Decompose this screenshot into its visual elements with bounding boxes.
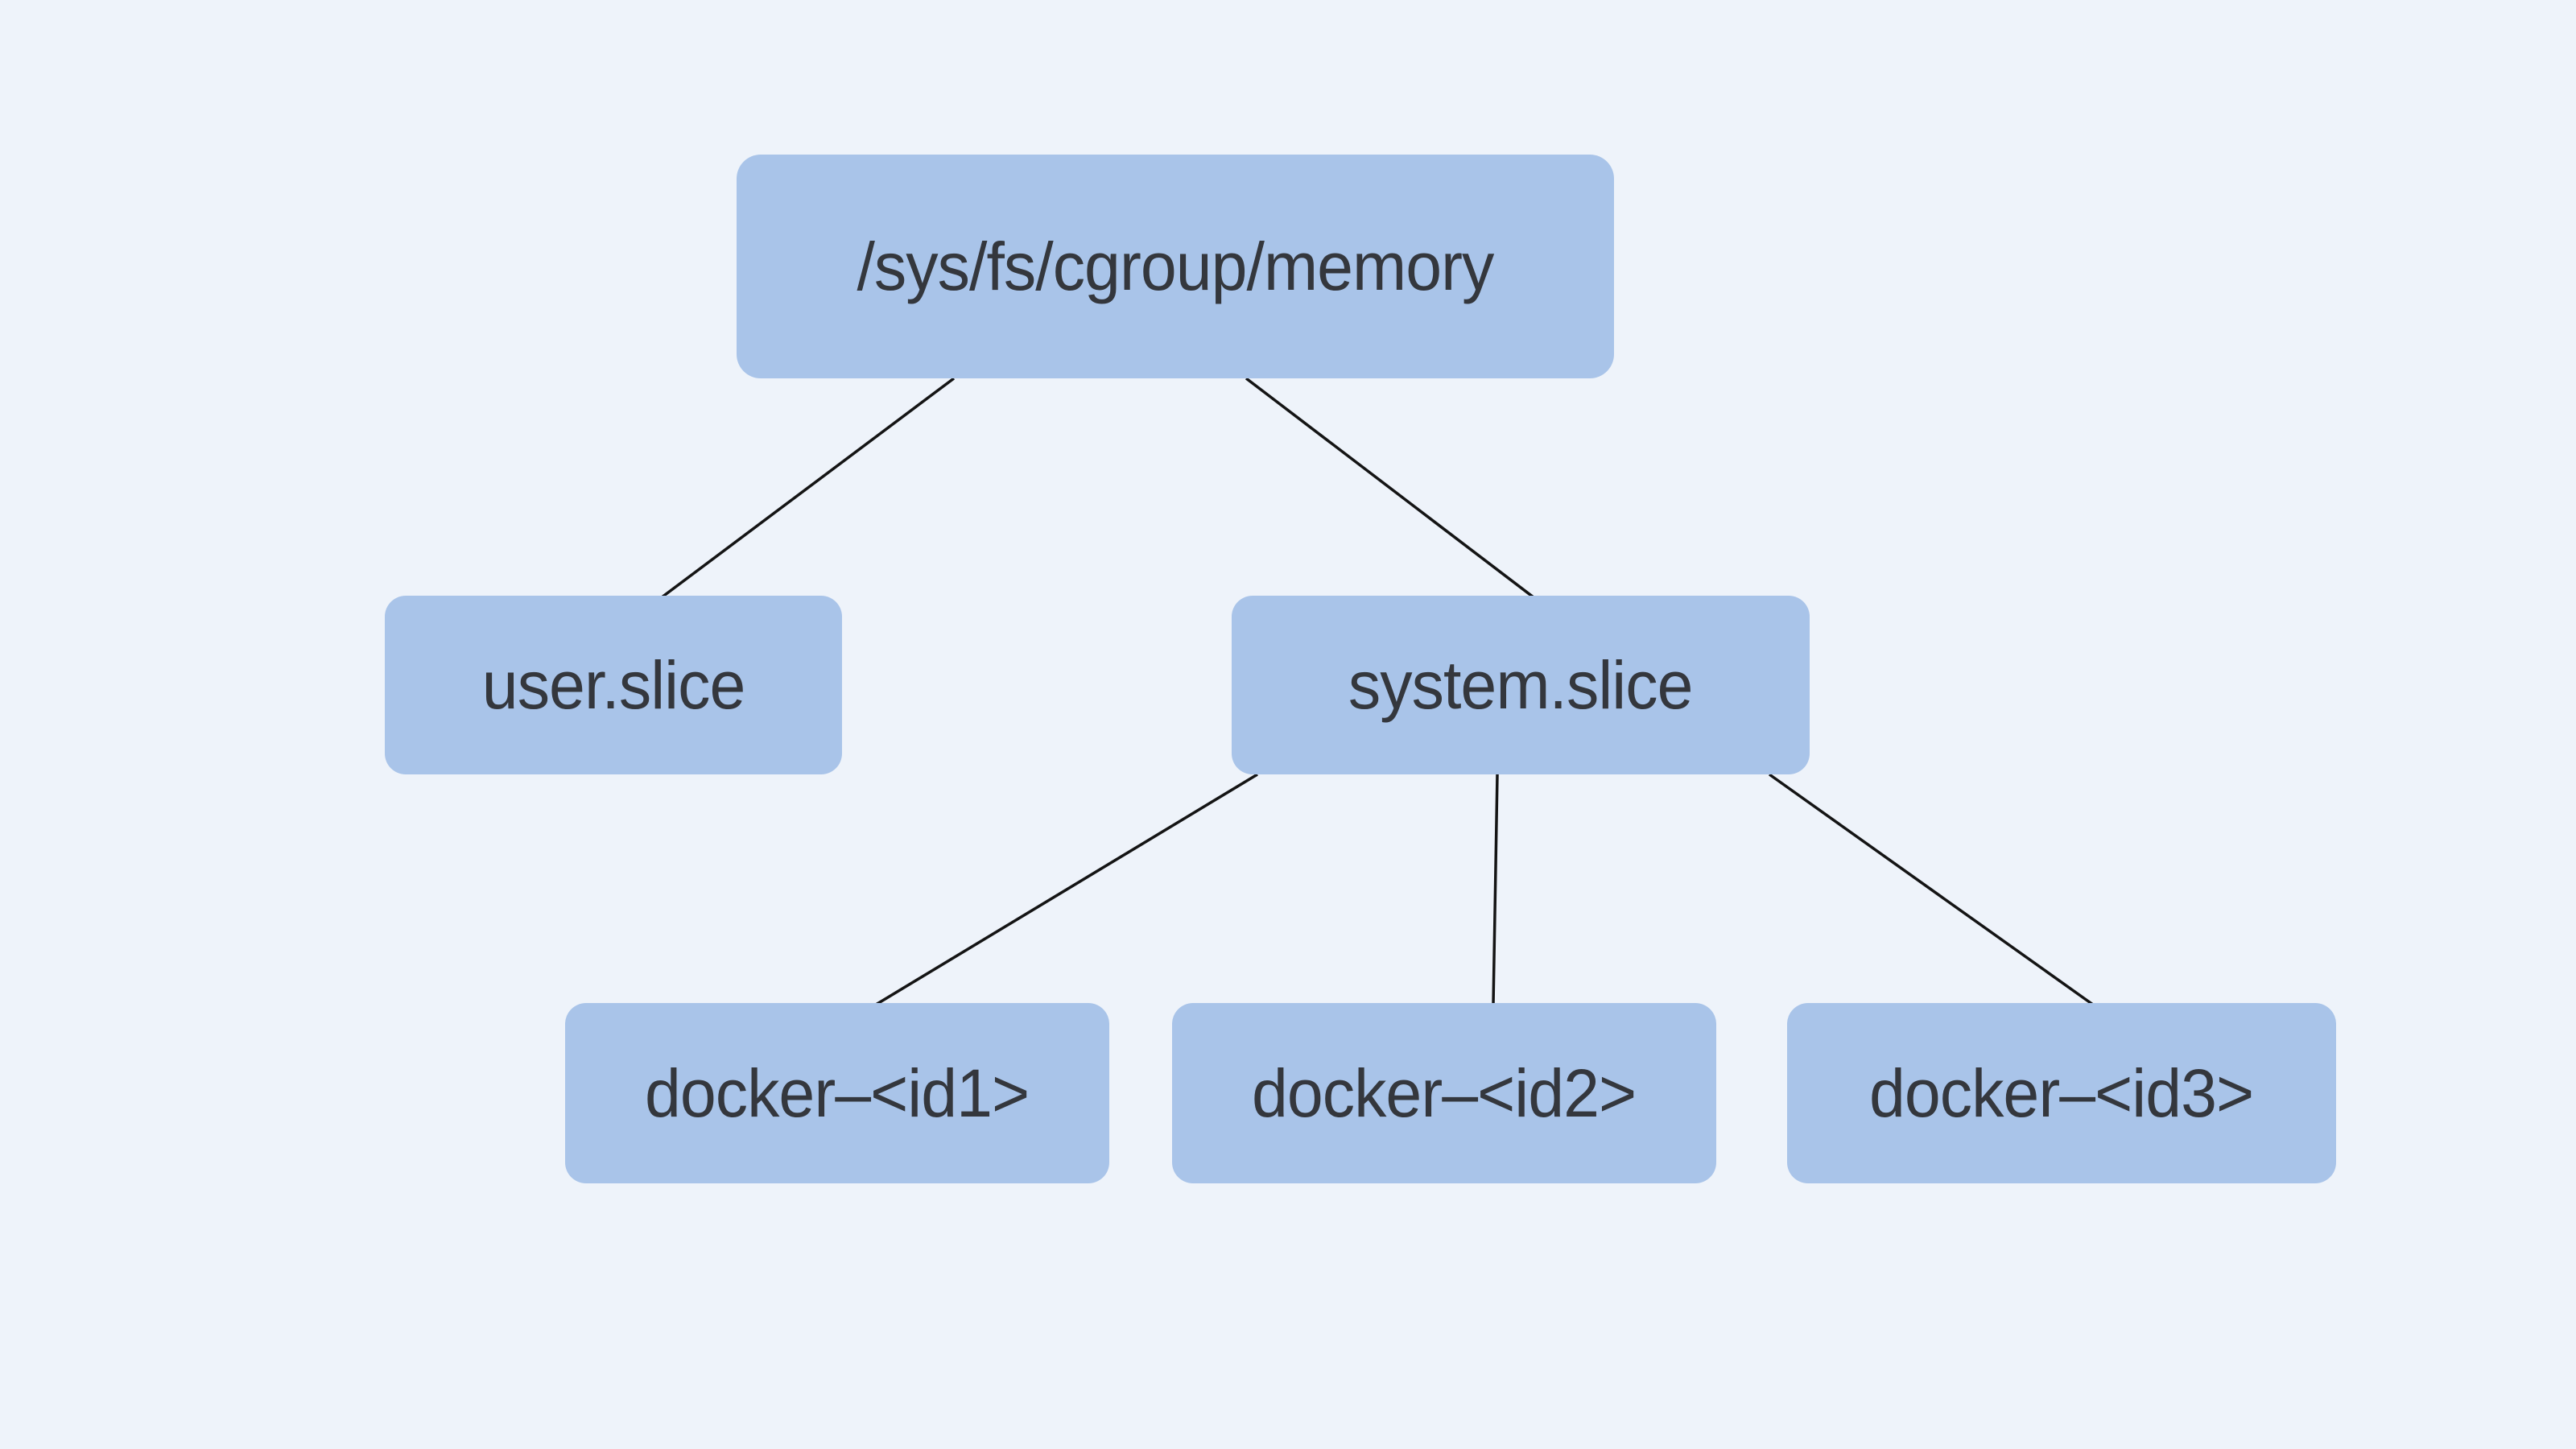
node-label: docker–<id2>	[1252, 1055, 1637, 1131]
node-label: docker–<id3>	[1869, 1055, 2254, 1131]
node-label: system.slice	[1348, 646, 1694, 723]
edge-root-to-system-slice	[1245, 377, 1535, 599]
node-docker-id2: docker–<id2>	[1172, 1003, 1716, 1183]
node-docker-id3: docker–<id3>	[1787, 1003, 2336, 1183]
node-docker-id1: docker–<id1>	[565, 1003, 1109, 1183]
edge-system-to-docker-id1	[875, 773, 1258, 1006]
edge-root-to-user-slice	[660, 377, 956, 599]
node-label: docker–<id1>	[645, 1055, 1030, 1131]
node-label: /sys/fs/cgroup/memory	[857, 228, 1495, 304]
node-sys-fs-cgroup-memory: /sys/fs/cgroup/memory	[737, 155, 1614, 378]
edge-system-to-docker-id2	[1492, 774, 1499, 1005]
node-label: user.slice	[481, 646, 746, 723]
node-system-slice: system.slice	[1232, 596, 1810, 774]
node-user-slice: user.slice	[385, 596, 842, 774]
edge-system-to-docker-id3	[1768, 773, 2095, 1006]
